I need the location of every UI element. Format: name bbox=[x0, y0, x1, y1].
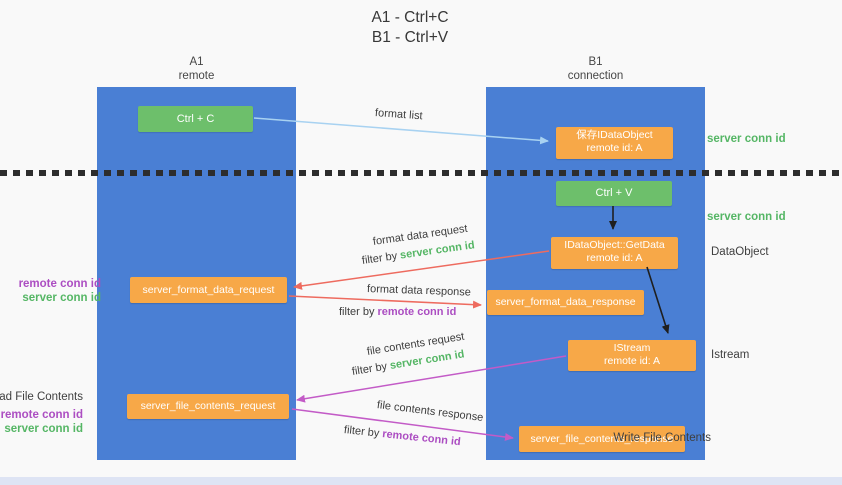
label-file-contents-response: file contents response bbox=[376, 399, 484, 424]
node-server-format-data-request: server_format_data_request bbox=[130, 277, 287, 303]
node-getdata-line2: remote id: A bbox=[586, 252, 643, 264]
filter-by-text-1: filter by bbox=[361, 250, 398, 267]
label-conn-pair-2: remote conn id server conn id bbox=[1, 409, 83, 436]
label-server-conn-id-2: server conn id bbox=[4, 422, 83, 435]
label-format-list: format list bbox=[374, 107, 423, 123]
label-write-file-contents: Write File Contents bbox=[613, 432, 711, 444]
filter-value-remote-2: remote conn id bbox=[381, 428, 462, 449]
label-server-conn-id-top: server conn id bbox=[707, 133, 786, 145]
node-server-file-contents-request: server_file_contents_request bbox=[127, 394, 289, 419]
lane-b-id: B1 bbox=[588, 56, 603, 68]
label-conn-pair-1: remote conn id server conn id bbox=[19, 278, 101, 305]
filter-by-text-2: filter by bbox=[339, 306, 375, 318]
node-istream-line2: remote id: A bbox=[603, 355, 661, 367]
label-read-file-contents: Read File Contents bbox=[0, 391, 83, 403]
label-remote-conn-id-2: remote conn id bbox=[0, 409, 83, 421]
node-ctrl-v: Ctrl + V bbox=[556, 181, 672, 206]
label-server-conn-id-mid: server conn id bbox=[707, 211, 786, 223]
node-istream: IStream remote id: A bbox=[568, 340, 696, 371]
node-ctrl-c: Ctrl + C bbox=[138, 106, 253, 132]
filter-by-text-3: filter by bbox=[351, 360, 388, 378]
lane-b-header: B1 connection bbox=[486, 55, 705, 83]
filter-value-remote-1: remote conn id bbox=[377, 306, 457, 318]
title-line-1: A1 - Ctrl+C bbox=[371, 9, 449, 26]
node-getdata: IDataObject::GetData remote id: A bbox=[551, 237, 678, 269]
lane-b-name: connection bbox=[567, 70, 624, 82]
divider-dotted-line bbox=[0, 170, 842, 176]
node-save-idataobject: 保存IDataObject remote id: A bbox=[556, 127, 673, 159]
filter-by-text-4: filter by bbox=[343, 424, 380, 440]
node-save-idataobject-line1: 保存IDataObject bbox=[576, 129, 653, 141]
lane-a-id: A1 bbox=[189, 56, 204, 68]
node-getdata-line1: IDataObject::GetData bbox=[564, 239, 665, 251]
diagram-title: A1 - Ctrl+C B1 - Ctrl+V bbox=[0, 8, 820, 48]
label-server-conn-id-1: server conn id bbox=[22, 291, 101, 304]
node-server-format-data-response: server_format_data_response bbox=[487, 290, 644, 315]
label-dataobject: DataObject bbox=[711, 246, 769, 258]
bottom-band bbox=[0, 477, 842, 485]
node-server-file-contents-response: server_file_contents_response bbox=[519, 426, 685, 452]
label-format-data-response: format data response bbox=[366, 283, 472, 299]
lane-a-name: remote bbox=[178, 70, 215, 82]
node-istream-line1: IStream bbox=[613, 342, 651, 354]
label-istream: Istream bbox=[711, 349, 750, 361]
node-save-idataobject-line2: remote id: A bbox=[586, 142, 643, 154]
label-remote-conn-id-1: remote conn id bbox=[18, 278, 101, 290]
lane-a-header: A1 remote bbox=[97, 55, 296, 83]
title-line-2: B1 - Ctrl+V bbox=[371, 29, 449, 46]
